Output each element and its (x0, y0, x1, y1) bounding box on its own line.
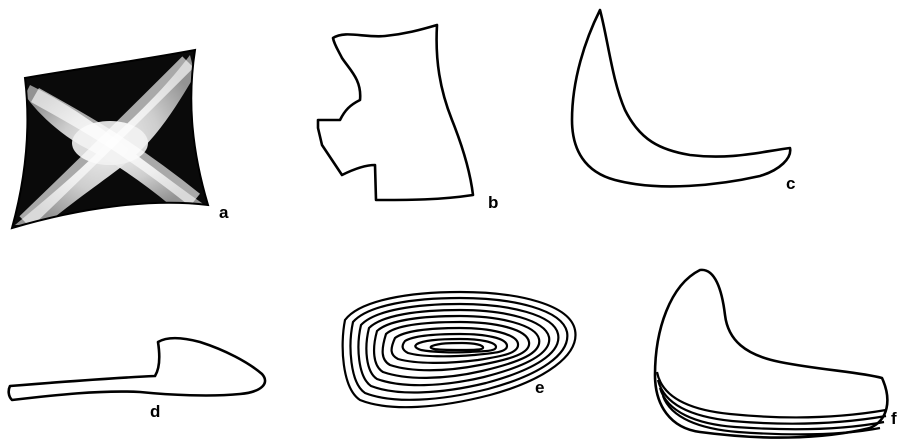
panel-d-shape (9, 338, 265, 400)
panel-e-label: e (535, 378, 544, 397)
panel-a-label: a (219, 203, 229, 222)
panel-c-shape (572, 10, 790, 186)
panel-a-shape (12, 50, 208, 228)
panel-f-shape (655, 270, 887, 438)
panel-d-label: d (150, 402, 160, 421)
panel-f-label: f (891, 409, 897, 428)
panel-b-shape (318, 25, 473, 200)
panel-c-label: c (786, 174, 795, 193)
panel-b-label: b (488, 193, 498, 212)
